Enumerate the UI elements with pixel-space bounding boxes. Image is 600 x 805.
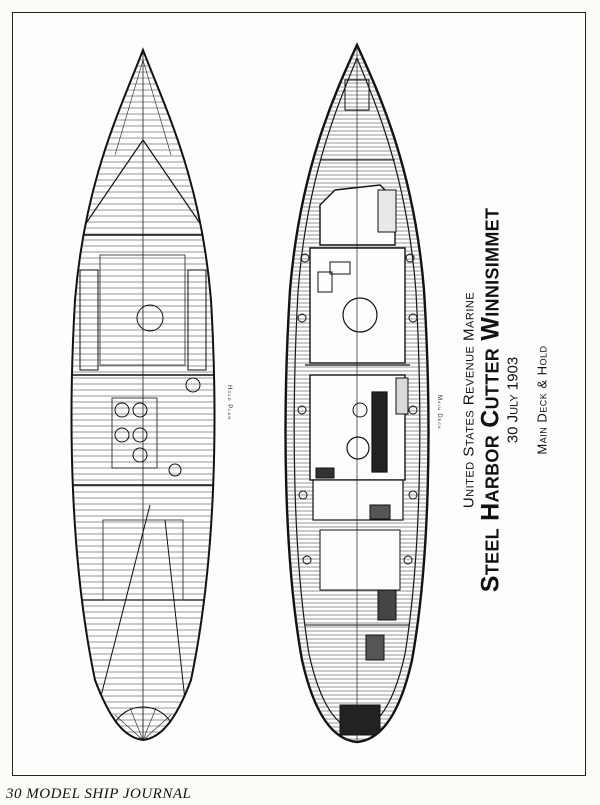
title-agency: United States Revenue Marine: [460, 291, 478, 509]
main-deck-plan: [284, 42, 430, 744]
hold-plan-label: Hold Plan: [226, 385, 232, 421]
deck-portholes: [297, 253, 418, 565]
hold-planking: [71, 59, 215, 739]
title-date: 30 July 1903: [504, 356, 522, 444]
main-deck-label: Main Deck: [436, 395, 442, 430]
title-subtitle: Main Deck & Hold: [534, 345, 550, 455]
title-vessel: Steel Harbor Cutter Winnisimmet: [476, 207, 505, 593]
hold-plan: [70, 47, 216, 742]
page-footer: 30 MODEL SHIP JOURNAL: [6, 786, 192, 802]
